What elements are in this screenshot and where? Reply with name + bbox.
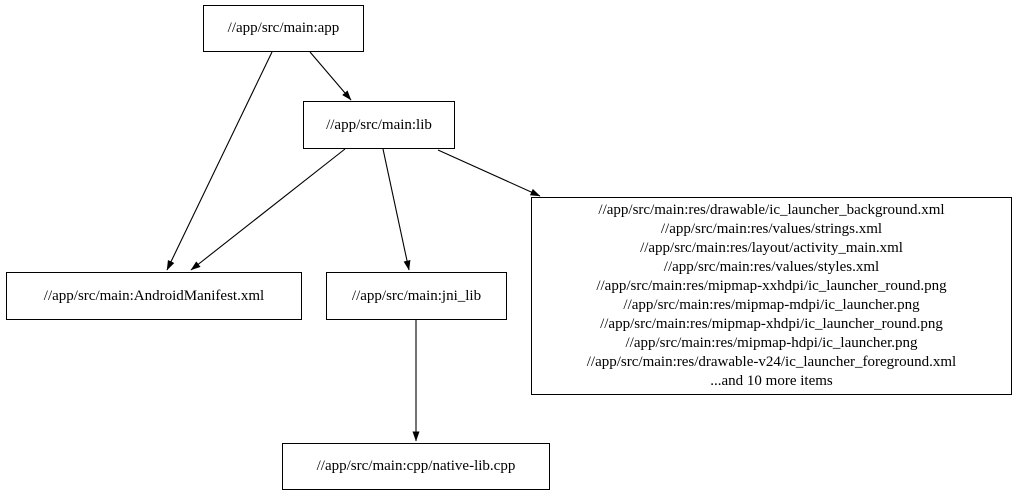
res-group-line: ...and 10 more items bbox=[710, 373, 833, 389]
edge-lib-to-manifest bbox=[190, 148, 346, 271]
res-group-line: //app/src/main:res/values/styles.xml bbox=[663, 259, 880, 275]
node-res-group: //app/src/main:res/drawable/ic_launcher_… bbox=[531, 197, 1012, 395]
node-lib-label: //app/src/main:lib bbox=[326, 116, 432, 133]
res-group-line: //app/src/main:res/drawable/ic_launcher_… bbox=[598, 202, 945, 218]
res-group-line: //app/src/main:res/layout/activity_main.… bbox=[640, 240, 903, 256]
node-app: //app/src/main:app bbox=[203, 5, 364, 52]
node-app-label: //app/src/main:app bbox=[227, 20, 340, 36]
edge-lib-to-res-group bbox=[437, 149, 541, 197]
node-jni-lib: //app/src/main:jni_lib bbox=[326, 272, 507, 320]
res-group-line: //app/src/main:res/mipmap-hdpi/ic_launch… bbox=[625, 335, 918, 351]
res-group-line: //app/src/main:res/values/strings.xml bbox=[660, 221, 883, 237]
res-group-line: //app/src/main:res/mipmap-xhdpi/ic_launc… bbox=[600, 316, 943, 332]
node-android-manifest-label: //app/src/main:AndroidManifest.xml bbox=[43, 287, 265, 304]
res-group-line: //app/src/main:res/mipmap-mdpi/ic_launch… bbox=[623, 297, 920, 313]
node-native-lib: //app/src/main:cpp/native-lib.cpp bbox=[282, 443, 550, 490]
node-jni-lib-label: //app/src/main:jni_lib bbox=[351, 287, 482, 304]
node-android-manifest: //app/src/main:AndroidManifest.xml bbox=[6, 272, 302, 320]
res-group-line: //app/src/main:res/drawable-v24/ic_launc… bbox=[586, 354, 957, 370]
edge-app-to-manifest bbox=[166, 51, 273, 271]
res-group-line: //app/src/main:res/mipmap-xxhdpi/ic_laun… bbox=[596, 278, 947, 294]
edge-app-to-lib bbox=[309, 51, 352, 101]
node-native-lib-label: //app/src/main:cpp/native-lib.cpp bbox=[316, 458, 516, 474]
node-lib: //app/src/main:lib bbox=[303, 101, 455, 149]
edge-lib-to-jni-lib bbox=[382, 148, 411, 271]
